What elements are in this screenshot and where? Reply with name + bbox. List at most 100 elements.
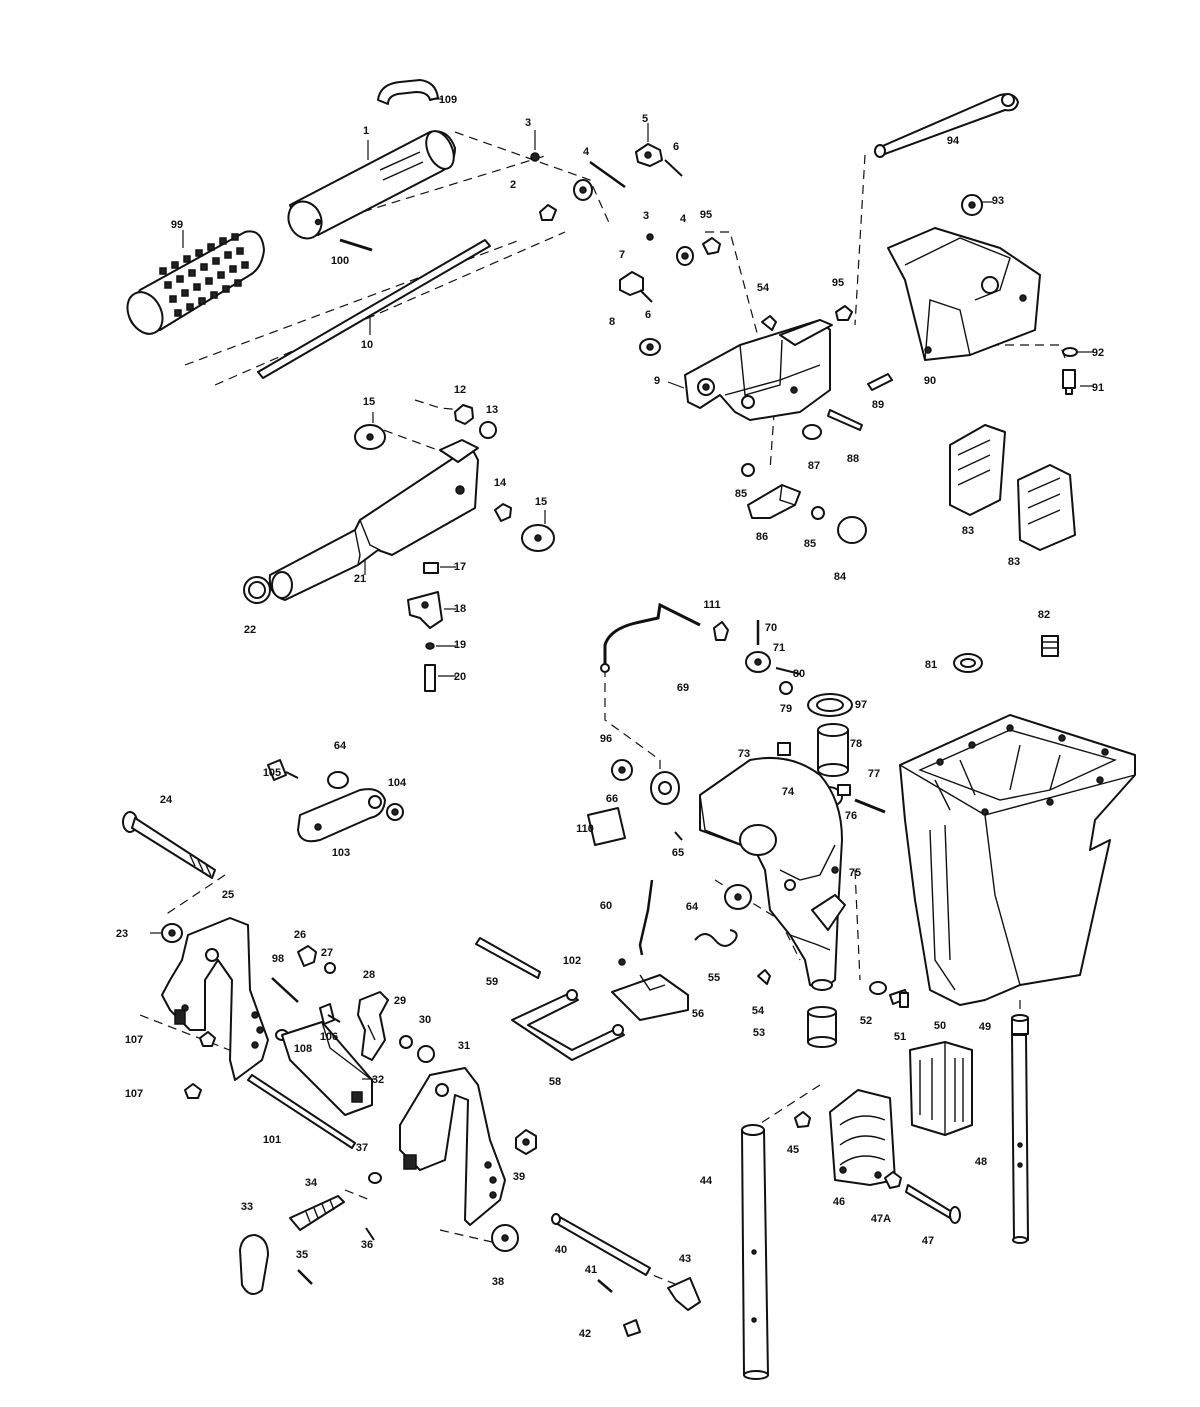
mount-50 — [909, 1041, 973, 1136]
misc-small-center — [587, 759, 683, 966]
callout-6: 6 — [645, 309, 651, 321]
washer-84 — [837, 516, 867, 544]
handle-bar-94 — [874, 93, 1019, 158]
pin-40 — [551, 1213, 651, 1276]
callout-32: 32 — [372, 1074, 384, 1086]
callout-96: 96 — [600, 733, 612, 745]
callout-69: 69 — [677, 682, 689, 694]
callout-6: 6 — [673, 141, 679, 153]
callout-92: 92 — [1092, 347, 1104, 359]
callout-22: 22 — [244, 624, 256, 636]
callout-31: 31 — [458, 1040, 470, 1052]
grease-fittings-54 — [757, 969, 771, 985]
callout-52: 52 — [860, 1015, 872, 1027]
spring-82 — [1041, 635, 1059, 657]
twist-grip-99 — [126, 230, 265, 335]
callout-77: 77 — [868, 768, 880, 780]
pin-100 — [339, 238, 373, 252]
callout-7: 7 — [619, 249, 625, 261]
callout-35: 35 — [296, 1249, 308, 1261]
callout-34: 34 — [305, 1177, 318, 1189]
callout-30: 30 — [419, 1014, 431, 1026]
callout-71: 71 — [773, 642, 785, 654]
callout-108: 108 — [294, 1043, 312, 1055]
callout-73: 73 — [738, 748, 750, 760]
bolt-8 — [639, 338, 661, 356]
callout-4: 4 — [680, 213, 687, 225]
callout-9: 9 — [654, 375, 660, 387]
callout-41: 41 — [585, 1264, 597, 1276]
grommet-81 — [953, 653, 983, 673]
callout-47A: 47A — [871, 1213, 891, 1225]
callout-82: 82 — [1038, 609, 1050, 621]
callout-12: 12 — [454, 384, 466, 396]
callout-70: 70 — [765, 622, 777, 634]
callout-21: 21 — [354, 573, 366, 585]
callout-33: 33 — [241, 1201, 253, 1213]
bushing-53 — [807, 1006, 837, 1048]
callout-100: 100 — [331, 255, 349, 267]
pivot-bracket-9 — [667, 319, 833, 421]
callout-89: 89 — [872, 399, 884, 411]
callout-5: 5 — [642, 113, 648, 125]
washer-15b — [521, 510, 555, 552]
bolt-87 — [802, 424, 822, 440]
callout-85: 85 — [804, 538, 816, 550]
callout-110: 110 — [576, 823, 594, 835]
o-ring-22 — [243, 576, 271, 604]
callout-13: 13 — [486, 404, 498, 416]
callout-83: 83 — [962, 525, 974, 537]
tiller-tube-1 — [287, 130, 456, 240]
callout-15: 15 — [535, 496, 547, 508]
callout-95: 95 — [700, 209, 712, 221]
callout-56: 56 — [692, 1008, 704, 1020]
callout-80: 80 — [793, 668, 805, 680]
clamp-bracket-31 — [399, 1067, 506, 1226]
callout-29: 29 — [394, 995, 406, 1007]
spring-plate-56 — [611, 974, 689, 1021]
callout-78: 78 — [850, 738, 862, 750]
callout-111: 111 — [703, 599, 720, 611]
callout-105: 105 — [263, 767, 281, 779]
tube-44 — [741, 1124, 769, 1380]
bushing-78 — [817, 723, 849, 777]
callout-labels: 1233445667891012131415151718192021222324… — [116, 94, 1104, 1340]
fittings-70-80 — [713, 620, 801, 695]
callout-55: 55 — [708, 972, 720, 984]
callout-17: 17 — [454, 561, 466, 573]
link-103 — [267, 759, 404, 843]
callout-27: 27 — [321, 947, 333, 959]
callout-18: 18 — [454, 603, 466, 615]
bolt-24 — [122, 811, 216, 879]
callout-14: 14 — [494, 477, 507, 489]
callout-58: 58 — [549, 1076, 561, 1088]
callout-64: 64 — [334, 740, 347, 752]
callout-93: 93 — [992, 195, 1004, 207]
cover-83b — [1017, 464, 1076, 551]
callout-28: 28 — [363, 969, 375, 981]
callout-44: 44 — [700, 1175, 713, 1187]
callout-97: 97 — [855, 699, 867, 711]
callout-76: 76 — [845, 810, 857, 822]
washer-64-b — [724, 884, 752, 910]
callout-107: 107 — [125, 1088, 143, 1100]
callout-91: 91 — [1092, 382, 1104, 394]
pin-88 — [827, 409, 863, 431]
callout-87: 87 — [808, 460, 820, 472]
spacer-32 — [281, 1021, 376, 1116]
callout-19: 19 — [454, 639, 466, 651]
callout-54: 54 — [757, 282, 770, 294]
bolt-91 — [1062, 369, 1094, 395]
callout-81: 81 — [925, 659, 937, 671]
callout-45: 45 — [787, 1144, 799, 1156]
swivel-shaft-21 — [268, 439, 479, 601]
callout-46: 46 — [833, 1196, 845, 1208]
callout-23: 23 — [116, 928, 128, 940]
spring-55 — [694, 929, 738, 947]
nut-49 — [1011, 1014, 1029, 1035]
callout-66: 66 — [606, 793, 618, 805]
clamp-parts-17-20 — [407, 562, 456, 692]
bushing-97 — [807, 693, 853, 717]
tilt-lever-28 — [357, 991, 389, 1061]
